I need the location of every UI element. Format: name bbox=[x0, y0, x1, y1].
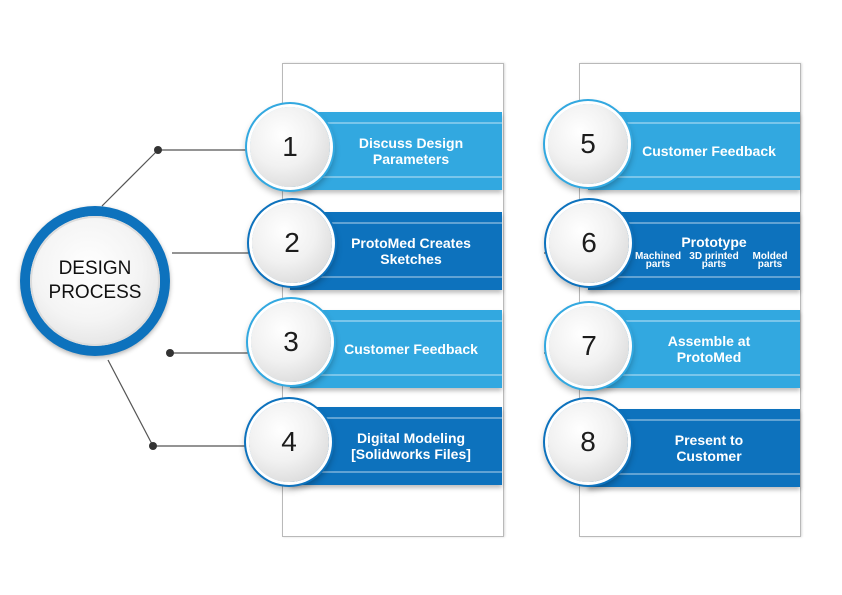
step-7-badge: 7 bbox=[549, 306, 629, 386]
step-8-label: Present to Customer bbox=[674, 432, 744, 464]
sub-item-machined-parts: Machined parts bbox=[634, 250, 682, 270]
step-3-badge: 3 bbox=[251, 302, 331, 382]
step-6-label-group: Prototype Machined parts 3D printed part… bbox=[630, 212, 798, 290]
sub-item-molded-parts: Molded parts bbox=[752, 250, 788, 270]
hub-inner-circle: DESIGN PROCESS bbox=[30, 216, 160, 346]
step-6-badge: 6 bbox=[549, 203, 629, 283]
step-5-label: Customer Feedback bbox=[642, 143, 776, 159]
connector-dot-3 bbox=[166, 349, 174, 357]
prototype-sub-items: Machined parts 3D printed parts Molded p… bbox=[630, 250, 798, 270]
step-1-badge: 1 bbox=[250, 107, 330, 187]
connector-dot-4 bbox=[149, 442, 157, 450]
step-1-label: Discuss Design Parameters bbox=[358, 135, 464, 167]
step-8-badge: 8 bbox=[548, 402, 628, 482]
step-2-badge: 2 bbox=[252, 203, 332, 283]
step-2-label: ProtoMed Creates Sketches bbox=[351, 235, 471, 267]
hub-label: DESIGN PROCESS bbox=[48, 258, 142, 303]
step-6-label: Prototype bbox=[681, 233, 747, 250]
connector-line-4 bbox=[107, 359, 154, 447]
step-7-label: Assemble at ProtoMed bbox=[667, 333, 751, 365]
connector-line-1 bbox=[101, 149, 159, 207]
step-3-label: Customer Feedback bbox=[344, 341, 478, 357]
step-4-badge: 4 bbox=[249, 402, 329, 482]
sub-item-3d-printed-parts: 3D printed parts bbox=[689, 250, 739, 270]
step-4-label: Digital Modeling [Solidworks Files] bbox=[351, 430, 471, 462]
design-process-hub: DESIGN PROCESS bbox=[20, 206, 170, 356]
connector-dot-1 bbox=[154, 146, 162, 154]
step-5-badge: 5 bbox=[548, 104, 628, 184]
